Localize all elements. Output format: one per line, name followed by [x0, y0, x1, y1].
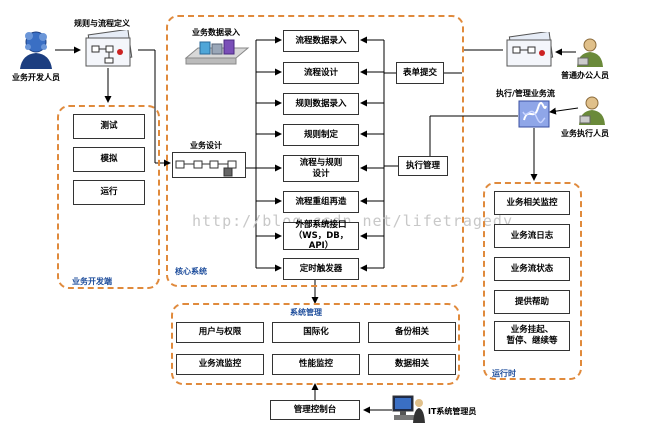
rule-process-def-label: 规则与流程定义 [74, 19, 130, 28]
office-person-icon [577, 38, 603, 67]
watermark: http://blog.csdn.net/lifetragedy [192, 212, 513, 230]
region-runtime [483, 182, 582, 380]
exec-mgr-biz-flow-label: 执行/管理业务流 [496, 89, 555, 98]
executor-person-icon [579, 96, 605, 125]
region-core-label: 核心系统 [175, 267, 207, 276]
dev-item-simulate[interactable]: 模拟 [73, 147, 145, 172]
biz-design-flow-icon [172, 152, 246, 178]
region-core [166, 15, 464, 287]
sysmgmt-item-data[interactable]: 数据相关 [368, 354, 456, 375]
developer-person-icon [20, 31, 52, 69]
runtime-item-suspend[interactable]: 业务挂起、 暂停、继续等 [494, 321, 570, 351]
sysmgmt-item-users[interactable]: 用户与权限 [176, 322, 264, 343]
runtime-item-status[interactable]: 业务流状态 [494, 257, 570, 281]
actor-executor-label: 业务执行人员 [561, 129, 609, 138]
biz-data-entry-label: 业务数据录入 [192, 28, 240, 37]
exec-manage-box[interactable]: 执行管理 [398, 156, 448, 176]
runtime-item-help[interactable]: 提供帮助 [494, 290, 570, 314]
core-item-process-rule-design[interactable]: 流程与规则 设计 [283, 155, 359, 182]
sysmgmt-item-backup[interactable]: 备份相关 [368, 322, 456, 343]
runtime-item-monitor[interactable]: 业务相关监控 [494, 191, 570, 215]
core-item-rule-making[interactable]: 规则制定 [283, 124, 359, 146]
core-item-process-design[interactable]: 流程设计 [283, 62, 359, 84]
office-doc-icon [506, 32, 554, 67]
region-sysmgmt [171, 303, 460, 385]
core-item-process-data-entry[interactable]: 流程数据录入 [283, 30, 359, 52]
it-admin-computer-icon [392, 395, 425, 423]
actor-it-admin-label: IT系统管理员 [428, 407, 477, 416]
core-item-rule-data-entry[interactable]: 规则数据录入 [283, 93, 359, 115]
rule-process-def-icon [85, 30, 133, 67]
core-item-process-reengineering[interactable]: 流程重组再造 [283, 191, 359, 213]
actor-developer-label: 业务开发人员 [12, 73, 60, 82]
actor-office-label: 普通办公人员 [561, 71, 609, 80]
dev-item-test[interactable]: 测试 [73, 114, 145, 139]
region-dev-label: 业务开发端 [72, 277, 112, 286]
runtime-item-log[interactable]: 业务流日志 [494, 224, 570, 248]
biz-design-label: 业务设计 [190, 141, 222, 150]
form-submit-box[interactable]: 表单提交 [396, 62, 444, 84]
data-entry-icon [184, 39, 250, 65]
sysmgmt-item-perf-monitor[interactable]: 性能监控 [272, 354, 360, 375]
sysmgmt-item-flow-monitor[interactable]: 业务流监控 [176, 354, 264, 375]
core-item-external-interface[interactable]: 外部系统接口 （WS，DB，API） [283, 220, 359, 251]
region-runtime-label: 运行时 [492, 369, 516, 378]
sysmgmt-item-i18n[interactable]: 国际化 [272, 322, 360, 343]
mgmt-console-box[interactable]: 管理控制台 [270, 400, 360, 420]
dev-item-run[interactable]: 运行 [73, 180, 145, 205]
region-dev [57, 105, 160, 289]
core-item-timer-trigger[interactable]: 定时触发器 [283, 258, 359, 280]
region-sysmgmt-label: 系统管理 [290, 308, 322, 317]
biz-flow-icon [518, 100, 550, 128]
